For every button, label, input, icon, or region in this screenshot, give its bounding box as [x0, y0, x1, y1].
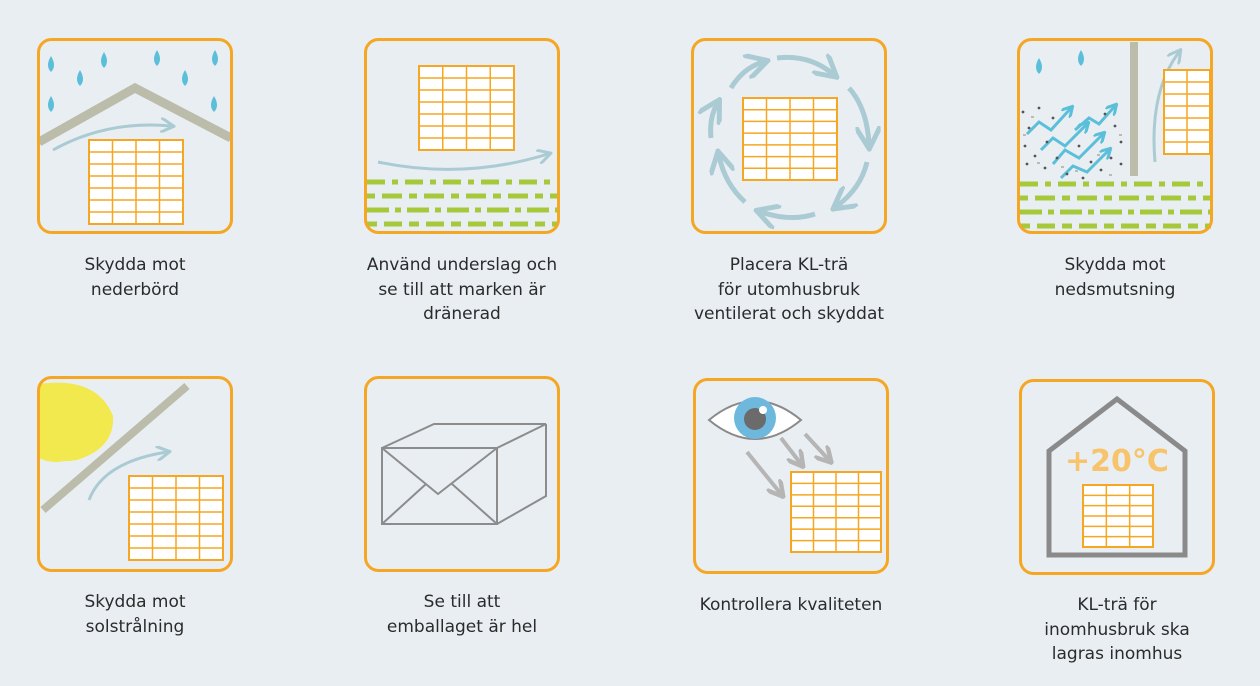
ventilation-cycle-icon	[691, 38, 887, 234]
temperature-label: +20°C	[1065, 444, 1169, 479]
caption-ventilation: Placera KL-trä för utomhusbruk ventilera…	[693, 255, 885, 324]
package-icon	[364, 376, 560, 572]
tile-precipitation	[36, 38, 234, 234]
caption-quality: Kontrollera kvaliteten	[699, 595, 883, 615]
caption-underlay: Använd underslag och se till att marken …	[366, 255, 558, 324]
clt-panel-icon	[1163, 69, 1211, 155]
caption-dirt: Skydda mot nedsmutsning	[1054, 255, 1176, 300]
clt-panel-icon	[1082, 484, 1154, 548]
eye-inspection-icon	[693, 378, 889, 574]
tile-dirt	[1017, 38, 1213, 234]
clt-panel-icon	[790, 471, 882, 553]
caption-sun: Skydda mot solstrålning	[84, 592, 186, 637]
tile-ventilation	[691, 38, 887, 234]
ground-underlay-icon	[364, 38, 560, 234]
house-temperature-icon: +20°C	[1019, 379, 1215, 575]
rain-roof-icon	[36, 38, 234, 234]
tile-quality	[693, 378, 889, 574]
clt-panel-icon	[742, 97, 838, 181]
clt-panel-icon	[418, 65, 515, 151]
caption-indoor: KL-trä för inomhusbruk ska lagras inomhu…	[1044, 595, 1190, 664]
caption-package: Se till att emballaget är hel	[386, 592, 538, 637]
sun-shield-icon	[37, 376, 233, 572]
caption-precipitation: Skydda mot nederbörd	[84, 255, 186, 300]
tile-package	[364, 376, 560, 572]
clt-panel-icon	[128, 475, 224, 561]
tile-sun	[37, 376, 233, 572]
clt-panel-icon	[88, 139, 184, 225]
tile-underlay	[364, 38, 560, 234]
dirt-splash-icon	[1017, 38, 1213, 234]
tile-indoor: +20°C	[1019, 379, 1215, 575]
